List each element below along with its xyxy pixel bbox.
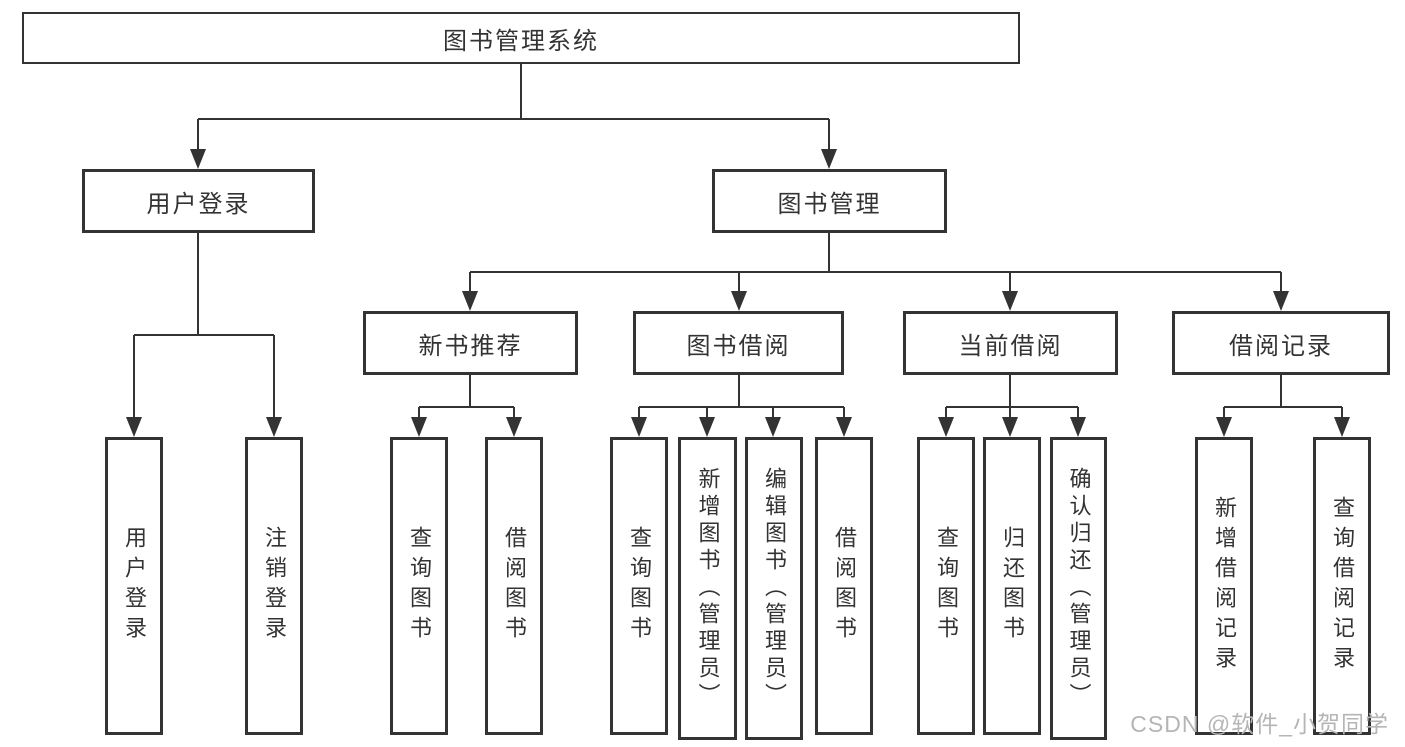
node-borrow-records: 借阅记录 bbox=[1172, 311, 1390, 375]
leaf-query-books-current: 查询图书 bbox=[917, 437, 975, 735]
leaf-user-login: 用户登录 bbox=[105, 437, 163, 735]
leaf-add-borrow-record: 新增借阅记录 bbox=[1195, 437, 1253, 735]
node-book-management: 图书管理 bbox=[712, 169, 947, 233]
leaf-edit-books-admin: 编辑图书（管理员） bbox=[745, 437, 803, 740]
leaf-return-books: 归还图书 bbox=[983, 437, 1041, 735]
leaf-borrow-books-recommend: 借阅图书 bbox=[485, 437, 543, 735]
leaf-query-books-borrow: 查询图书 bbox=[610, 437, 668, 735]
node-new-book-recommend: 新书推荐 bbox=[363, 311, 578, 375]
csdn-watermark: CSDN @软件_小贺同学 bbox=[1130, 711, 1389, 737]
leaf-add-books-admin: 新增图书（管理员） bbox=[678, 437, 737, 740]
node-user-login: 用户登录 bbox=[82, 169, 315, 233]
leaf-borrow-books: 借阅图书 bbox=[815, 437, 873, 735]
node-current-borrow: 当前借阅 bbox=[903, 311, 1118, 375]
node-root-system: 图书管理系统 bbox=[22, 12, 1020, 64]
leaf-query-books-recommend: 查询图书 bbox=[390, 437, 448, 735]
leaf-logout: 注销登录 bbox=[245, 437, 303, 735]
leaf-query-borrow-record: 查询借阅记录 bbox=[1313, 437, 1371, 735]
node-book-borrow: 图书借阅 bbox=[633, 311, 844, 375]
arrowheads bbox=[126, 149, 1350, 437]
leaf-confirm-return-admin: 确认归还（管理员） bbox=[1050, 437, 1107, 740]
